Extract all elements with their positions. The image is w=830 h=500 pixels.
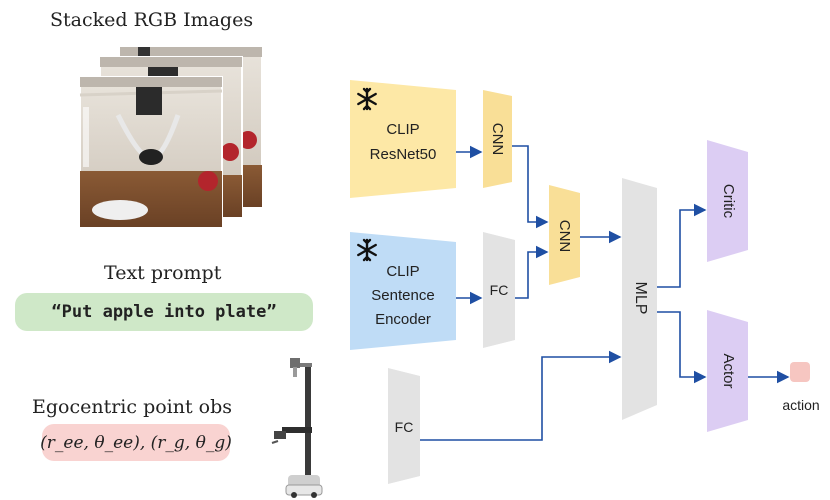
mlp-label: MLP bbox=[632, 282, 649, 315]
cnn-top-label: CNN bbox=[489, 123, 506, 156]
clip-sentence-block: CLIP Sentence Encoder bbox=[350, 232, 456, 350]
arrow-mlp-to-actor bbox=[657, 311, 707, 384]
fc-ego-label: FC bbox=[395, 419, 414, 435]
arrow-mlp-to-critic bbox=[657, 203, 707, 288]
fc-ego-block: FC bbox=[388, 368, 420, 484]
actor-block: Actor bbox=[707, 310, 748, 432]
clip-sentence-label-1: CLIP bbox=[386, 263, 419, 280]
critic-label: Critic bbox=[720, 184, 737, 219]
clip-resnet-label-1: CLIP bbox=[386, 121, 419, 138]
fc-text-block: FC bbox=[483, 232, 515, 348]
critic-block: Critic bbox=[707, 140, 748, 262]
cnn-mid-block: CNN bbox=[549, 185, 580, 285]
ego-formula: (r_ee, θ_ee), (r_g, θ_g) bbox=[40, 432, 232, 453]
ego-formula-box: (r_ee, θ_ee), (r_g, θ_g) bbox=[40, 424, 232, 461]
prompt-box: “Put apple into plate” bbox=[15, 293, 313, 331]
fc-text-label: FC bbox=[490, 282, 509, 298]
image-frame-front bbox=[79, 76, 223, 228]
arrow-fc-to-cnn bbox=[515, 245, 549, 299]
clip-sentence-label-2: Sentence bbox=[371, 287, 434, 304]
action-box bbox=[790, 362, 810, 382]
arrow-fc-to-mlp bbox=[420, 350, 622, 441]
actor-label: Actor bbox=[720, 353, 737, 388]
clip-resnet-block: CLIP ResNet50 bbox=[350, 80, 456, 198]
images-title: Stacked RGB Images bbox=[50, 9, 254, 31]
arrow-cnn-to-cnn bbox=[512, 145, 549, 229]
stacked-rgb-images bbox=[78, 45, 268, 230]
action-label: action bbox=[782, 397, 819, 413]
robot-illustration bbox=[268, 355, 328, 500]
egocentric-title: Egocentric point obs bbox=[32, 396, 233, 418]
prompt-text: “Put apple into plate” bbox=[51, 302, 277, 322]
mlp-block: MLP bbox=[622, 178, 657, 420]
cnn-top-block: CNN bbox=[483, 90, 512, 188]
text-prompt-title: Text prompt bbox=[104, 262, 222, 284]
cnn-mid-label: CNN bbox=[556, 220, 573, 253]
clip-sentence-label-3: Encoder bbox=[375, 311, 431, 328]
clip-resnet-label-2: ResNet50 bbox=[370, 146, 437, 163]
action-output: action bbox=[782, 362, 820, 413]
